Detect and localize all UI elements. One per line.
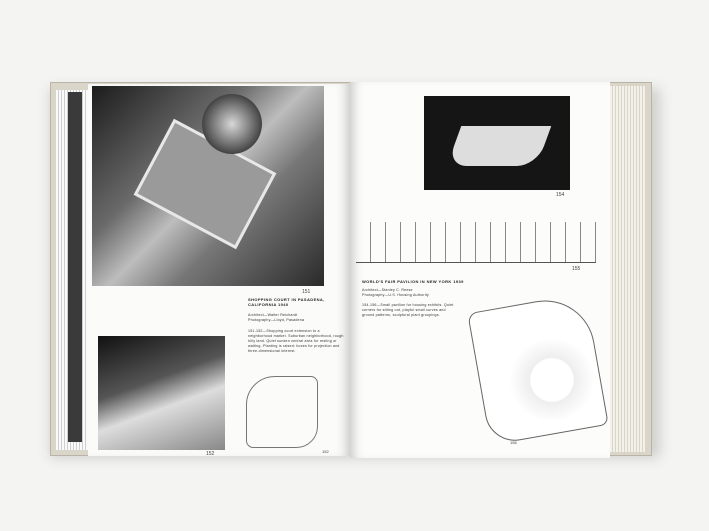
- pavilion-elevation-drawing: [356, 222, 596, 263]
- right-page-edges: [610, 86, 646, 452]
- drawing-number-155: 155: [572, 266, 581, 272]
- aerial-model-photo: [98, 336, 225, 450]
- shopping-court-model-photo: [92, 86, 324, 286]
- right-page: 154 155 WORLD'S FAIR PAVILION IN NEW YOR…: [350, 82, 610, 458]
- caption-title: WORLD'S FAIR PAVILION IN NEW YORK 1939: [362, 279, 464, 284]
- pavilion-model-photo: [424, 96, 570, 190]
- page-number: 152: [322, 449, 329, 454]
- plan-number-156: 156: [510, 440, 517, 445]
- photo-number-154: 154: [556, 192, 565, 198]
- left-inserted-photo-strip: [68, 92, 82, 442]
- pavilion-site-plan: [467, 292, 609, 446]
- caption-body: 151-152—Shopping court extension to a ne…: [248, 329, 344, 353]
- left-page: 151 SHOPPING COURT IN PASADENA, CALIFORN…: [88, 84, 350, 457]
- site-plan-drawing: [246, 376, 318, 448]
- model-trees: [202, 94, 262, 154]
- caption-title: SHOPPING COURT IN PASADENA, CALIFORNIA 1…: [248, 297, 325, 307]
- photo-number-152: 152: [206, 451, 215, 457]
- photo-number-151: 151: [302, 289, 311, 295]
- caption-body: 154-156—Small pavilion for housing exhib…: [362, 303, 454, 317]
